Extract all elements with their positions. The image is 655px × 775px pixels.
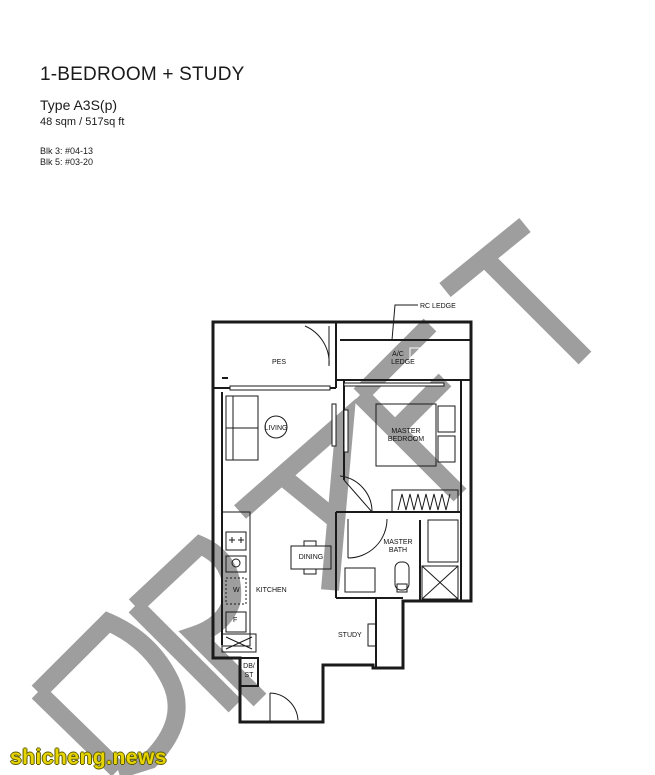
- block-unit-1: Blk 3: #04-13: [40, 146, 94, 156]
- label-kitchen: KITCHEN: [256, 587, 287, 594]
- label-dining: DINING: [299, 554, 324, 561]
- block-unit-2: Blk 5: #03-20: [40, 157, 94, 167]
- label-study: STUDY: [338, 632, 362, 639]
- label-living: LIVING: [265, 425, 288, 432]
- unit-title: 1-BEDROOM + STUDY: [40, 64, 245, 85]
- label-db-st-2: ST: [245, 672, 255, 679]
- label-pes: PES: [272, 359, 286, 366]
- label-master-bath-1: MASTER: [383, 539, 412, 546]
- label-db-st-1: DB/: [243, 663, 255, 670]
- label-master-bath-2: BATH: [389, 547, 407, 554]
- unit-type: Type A3S(p): [40, 97, 118, 113]
- unit-area: 48 sqm / 517sq ft: [40, 116, 125, 128]
- label-master-bedroom-2: BEDROOM: [388, 436, 424, 443]
- label-master-bedroom-1: MASTER: [391, 428, 420, 435]
- label-ac-ledge-1: A/C: [392, 351, 404, 358]
- label-washer: W: [233, 587, 240, 594]
- room-labels: RC LEDGE PES A/C LEDGE LIVING MASTER BED…: [233, 303, 456, 679]
- label-ac-ledge-2: LEDGE: [391, 359, 415, 366]
- sliding-doors: [229, 382, 445, 453]
- label-rc-ledge: RC LEDGE: [420, 303, 456, 310]
- draft-watermark: [31, 218, 592, 775]
- site-watermark: shicheng.news: [10, 746, 168, 769]
- label-fridge: F: [233, 617, 237, 624]
- doors: [269, 325, 388, 722]
- furniture: [221, 304, 459, 653]
